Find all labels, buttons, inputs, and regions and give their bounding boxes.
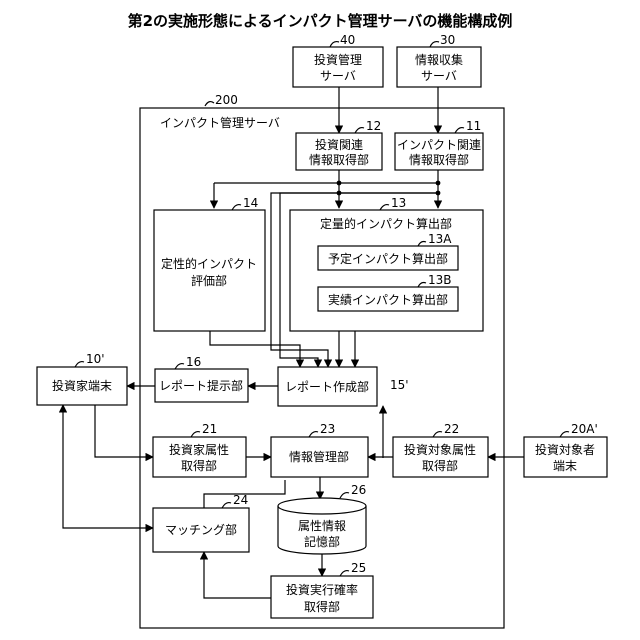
target-attribute-acquisition-line2: 取得部 [422,458,458,473]
impact-info-acquisition-ref: 11 [466,119,481,133]
invest-info-acquisition-ref: 12 [366,119,381,133]
matching-ref: 24 [233,493,248,507]
ref-leader-14 [232,205,241,210]
info-collection-server-ref: 30 [440,33,455,47]
server-label: インパクト管理サーバ [160,115,280,130]
ref-leader-30 [430,42,439,47]
ref-leader-12 [355,128,364,133]
attribute-storage-line2: 記憶部 [304,534,340,549]
execution-probability-acquisition-line1: 投資実行確率 [286,582,358,597]
investor-attribute-acquisition-ref: 21 [202,422,217,436]
invest-info-acquisition-line1: 投資関連 [315,137,363,152]
ref-leader-20a [560,432,569,437]
qualitative-impact-eval-line1: 定性的インパクト [161,256,257,271]
matching-label: マッチング部 [165,522,237,537]
investment-management-server-line1: 投資管理 [314,52,362,67]
investment-management-server-line2: サーバ [320,69,356,83]
execution-probability-acquisition-line2: 取得部 [304,599,340,614]
attribute-storage-ref: 26 [351,483,366,497]
ref-leader-23 [309,432,318,437]
investment-management-server-ref: 40 [340,33,355,47]
planned-impact-calc-label: 予定インパクト算出部 [328,251,448,266]
ref-leader-25 [340,571,349,576]
report-presentation-ref: 16 [186,355,201,369]
information-management-ref: 23 [320,422,335,436]
info-collection-server-line1: 情報収集 [415,52,463,67]
ref-leader-11 [455,128,464,133]
ref-leader-16 [175,364,184,369]
report-creation-ref: 15' [390,378,409,392]
target-terminal-ref: 20A' [571,422,598,436]
target-terminal-line2: 端末 [553,459,577,473]
investor-attribute-acquisition-line1: 投資家属性 [169,442,229,457]
info-collection-server-line2: サーバ [421,69,457,83]
planned-impact-calc-ref: 13A [428,232,452,246]
qualitative-impact-eval-ref: 14 [243,196,258,210]
target-terminal-line1: 投資対象者 [535,442,595,457]
ref-leader-24 [222,503,231,508]
quantitative-impact-calc-label: 定量的インパクト算出部 [320,216,452,231]
impact-info-acquisition-line1: インパクト関連 [397,138,481,152]
impact-info-acquisition-line2: 情報取得部 [409,152,469,167]
ref-leader-40 [330,42,339,47]
ref-leader-22 [433,432,442,437]
execution-probability-acquisition-ref: 25 [351,561,366,575]
actual-impact-calc-label: 実績インパクト算出部 [328,292,448,307]
server-ref: 200 [215,93,238,107]
diagram-title: 第2の実施形態によるインパクト管理サーバの機能構成例 [128,12,513,30]
information-management-label: 情報管理部 [289,449,349,464]
actual-impact-calc-ref: 13B [428,273,452,287]
target-attribute-acquisition-ref: 22 [444,422,459,436]
quantitative-impact-calc-ref: 13 [391,196,406,210]
ref-leader-13 [380,205,389,210]
qualitative-impact-eval-line2: 評価部 [191,273,227,288]
investor-terminal-ref: 10' [86,352,105,366]
report-creation-label: レポート作成部 [285,379,369,394]
investor-terminal-label: 投資家端末 [52,378,112,393]
ref-leader-10 [75,362,84,367]
invest-info-acquisition-line2: 情報取得部 [309,152,369,167]
ref-leader-26 [340,493,349,498]
server-ref-leader [205,102,214,106]
target-attribute-acquisition-line1: 投資対象属性 [404,442,476,457]
attribute-storage-line1: 属性情報 [298,519,346,533]
report-presentation-label: レポート提示部 [159,378,243,393]
ref-leader-21 [191,432,200,437]
investor-attribute-acquisition-line2: 取得部 [181,458,217,473]
